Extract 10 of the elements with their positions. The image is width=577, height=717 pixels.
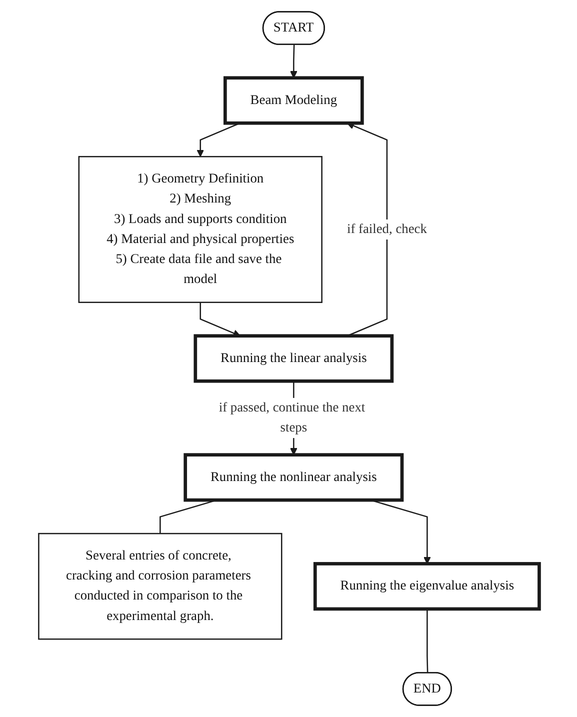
node-box: Several entries of concrete, cracking and corrosion parameters conducted in comparison to the experimental graph.: [38, 532, 282, 640]
node-box: Running the nonlinear analysis: [183, 453, 404, 502]
connector: [426, 608, 428, 674]
edge-label: if failed, check: [346, 222, 426, 236]
edge-label: if passed, continue the next steps: [218, 400, 365, 435]
node-box: Running the linear analysis: [193, 334, 394, 383]
arrow: [290, 44, 297, 78]
node-box: Running the eigenvalue analysis: [312, 562, 540, 611]
node-box: 1) Geometry Definition 2) Meshing 3) Loads and supports condition 4) Material and physical properties 5) Create data file and save the model: [78, 156, 322, 303]
node-box: Beam Modeling: [223, 76, 364, 125]
